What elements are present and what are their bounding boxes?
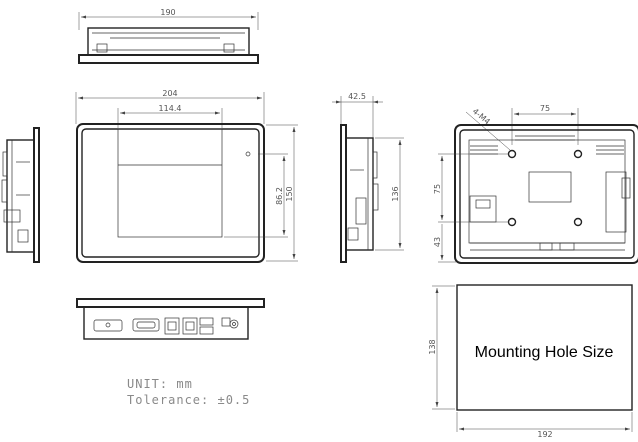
right-side-view: 42.5 136: [332, 92, 404, 263]
screen-width-label: 114.4: [159, 104, 182, 113]
rear-bottom-offset-label: 43: [433, 237, 442, 247]
screen-height-label: 86.2: [275, 187, 284, 205]
cutout-height-label: 138: [428, 339, 437, 354]
unit-label: UNIT: mm: [127, 377, 193, 391]
rear-hole-spacing-h-label: 75: [540, 104, 550, 113]
cutout-width-label: 192: [537, 430, 552, 439]
unit-notes: UNIT: mm Tolerance: ±0.5: [127, 377, 250, 407]
left-side-view: [1, 127, 40, 263]
rear-view: 75 4-M4: [433, 104, 638, 264]
mounting-cutout: Mounting Hole Size 138 192: [428, 284, 633, 439]
rear-hole-spacing-v-label: 75: [433, 184, 442, 194]
front-height-label: 150: [285, 186, 294, 201]
rear-hole-callout: 4-M4: [471, 107, 492, 127]
top-width-label: 190: [160, 8, 175, 17]
front-view: 204 114.4 86.2 150: [75, 89, 298, 263]
side-height-label: 136: [391, 186, 400, 201]
top-view: 190: [78, 8, 259, 64]
mounting-hole-title: Mounting Hole Size: [475, 344, 614, 361]
side-depth-label: 42.5: [348, 92, 366, 101]
tolerance-label: Tolerance: ±0.5: [127, 393, 250, 407]
bottom-view: [76, 298, 265, 340]
front-width-label: 204: [162, 89, 177, 98]
